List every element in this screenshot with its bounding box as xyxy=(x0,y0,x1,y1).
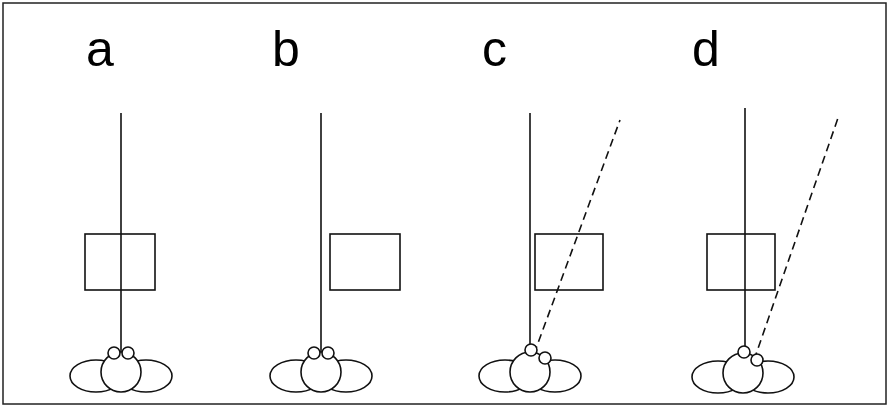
head-figure xyxy=(479,344,581,392)
panel-label: b xyxy=(272,24,300,74)
square-target xyxy=(85,234,155,290)
dashed-sight-line xyxy=(534,120,620,354)
head-figure xyxy=(692,346,794,393)
dashed-sight-line xyxy=(754,118,838,360)
sight-line xyxy=(120,113,122,352)
sight-line xyxy=(529,113,531,352)
frame xyxy=(3,3,886,404)
square-target xyxy=(330,234,400,290)
square-target xyxy=(707,234,775,290)
head-figure xyxy=(70,347,172,392)
head-figure xyxy=(270,347,372,392)
square-target xyxy=(535,234,603,290)
panel-label: c xyxy=(482,24,507,74)
sight-line xyxy=(320,113,322,352)
panel-label: a xyxy=(86,24,114,74)
panel-label: d xyxy=(692,24,720,74)
sight-line xyxy=(744,108,746,352)
